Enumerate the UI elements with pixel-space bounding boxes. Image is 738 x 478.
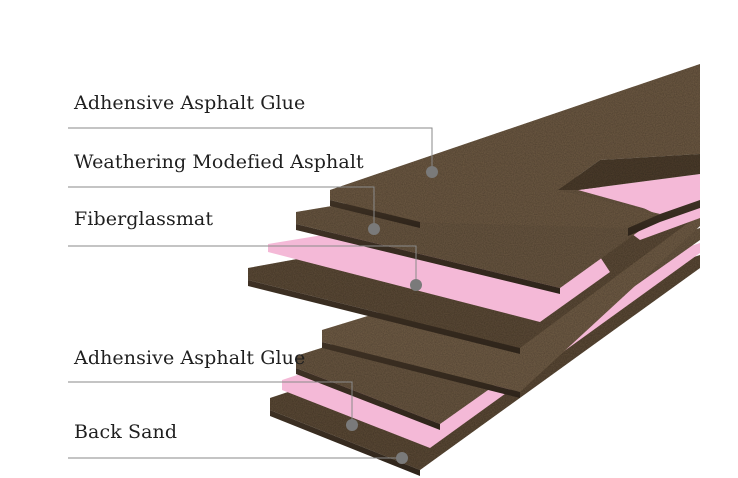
marker-1 bbox=[426, 166, 438, 178]
leader-markers bbox=[346, 166, 438, 464]
lower-asphalt-edge bbox=[322, 342, 520, 398]
leader-line-3 bbox=[68, 245, 417, 284]
marker-5 bbox=[396, 452, 408, 464]
upper-shingle-stack bbox=[248, 64, 700, 354]
upper-back-sand-edge bbox=[248, 280, 520, 354]
marker-3 bbox=[410, 279, 422, 291]
label-back-sand: Back Sand bbox=[74, 421, 178, 443]
lower-glue-edge bbox=[296, 368, 440, 430]
top-right-edge bbox=[628, 200, 700, 236]
top-window-pink bbox=[578, 174, 700, 210]
label-adhensive-asphalt-glue-top: Adhensive Asphalt Glue bbox=[74, 92, 306, 114]
leader-line-1 bbox=[68, 127, 433, 170]
label-weathering-modefied-asphalt: Weathering Modefied Asphalt bbox=[74, 151, 364, 173]
back-sand-edge bbox=[270, 410, 420, 476]
leader-line-2 bbox=[68, 186, 375, 228]
marker-2 bbox=[368, 223, 380, 235]
top-glue-edge bbox=[330, 200, 420, 228]
top-window-inner bbox=[558, 154, 700, 190]
label-adhensive-asphalt-glue-bottom: Adhensive Asphalt Glue bbox=[74, 347, 306, 369]
top-glue-layer bbox=[330, 64, 700, 228]
leader-lines bbox=[68, 127, 433, 459]
label-fiberglassmat: Fiberglassmat bbox=[74, 208, 214, 230]
weathering-edge bbox=[296, 224, 560, 294]
leader-line-4 bbox=[68, 381, 353, 424]
marker-4 bbox=[346, 419, 358, 431]
